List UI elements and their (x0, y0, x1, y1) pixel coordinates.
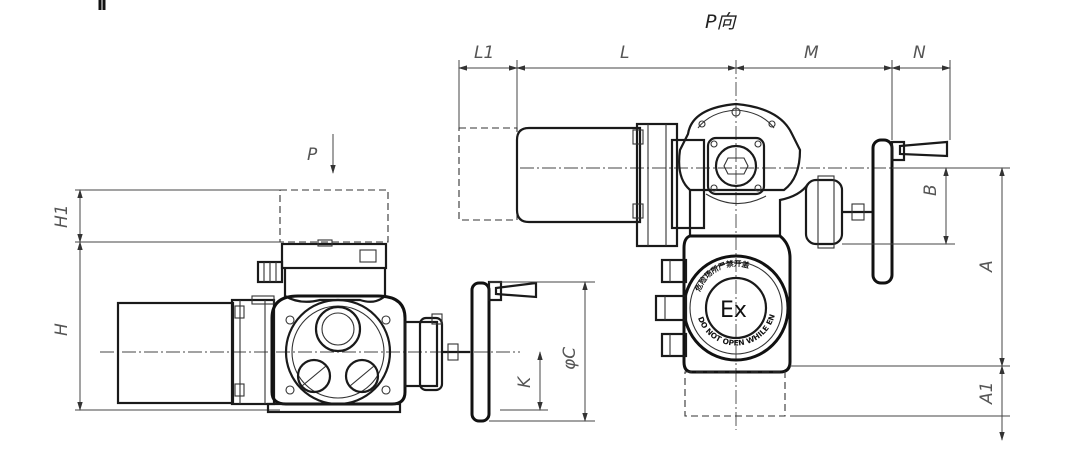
cover-removal-envelope (684, 371, 786, 417)
handwheel-top (871, 138, 894, 285)
handwheel-handle (494, 281, 538, 299)
motor-flange-top (635, 122, 679, 248)
cable-gland-2 (654, 294, 688, 322)
corner-fragment (98, 0, 106, 10)
indicator-window (314, 305, 362, 353)
local-knob-left (296, 358, 332, 394)
l-label: L (620, 43, 629, 63)
output-flange (706, 136, 766, 196)
motor-body (116, 301, 235, 405)
side-view: P H1 H (52, 134, 595, 423)
a1-label: A1 (977, 382, 997, 405)
b-label: B (921, 184, 941, 196)
phi-c-label: φC (560, 347, 580, 370)
p-arrow-label: P (307, 145, 318, 165)
cover-envelope (279, 189, 389, 243)
p-view: P向 L1 L M N (0, 0, 1010, 441)
motor-body-top (515, 126, 642, 224)
h-label: H (52, 323, 72, 336)
gearbox-body-top (688, 183, 809, 238)
l1-label: L1 (474, 43, 494, 63)
n-label: N (913, 43, 926, 63)
motor-removal-envelope (458, 127, 518, 221)
h1-label: H1 (52, 204, 72, 228)
view-title: P向 (705, 11, 737, 33)
handwheel-handle-top (898, 140, 949, 158)
gear-cover-top (678, 102, 802, 192)
cable-gland-1 (660, 258, 688, 284)
warning-text-cn: 危险场所严禁开盖 (693, 258, 752, 293)
handwheel (470, 281, 491, 423)
k-label: K (515, 375, 535, 388)
gearbox-housing (270, 294, 407, 406)
hex-nut (723, 157, 749, 175)
mounting-base (266, 402, 402, 414)
control-box-cover (682, 254, 790, 362)
m-label: M (804, 43, 819, 63)
handwheel-gear-top (804, 178, 844, 246)
terminal-box-cover (280, 242, 388, 270)
a-label: A (977, 260, 997, 273)
ex-mark: Ex (720, 298, 747, 323)
motor-flange (230, 298, 276, 406)
local-knob-right (344, 358, 380, 394)
cable-gland-3 (660, 332, 688, 358)
